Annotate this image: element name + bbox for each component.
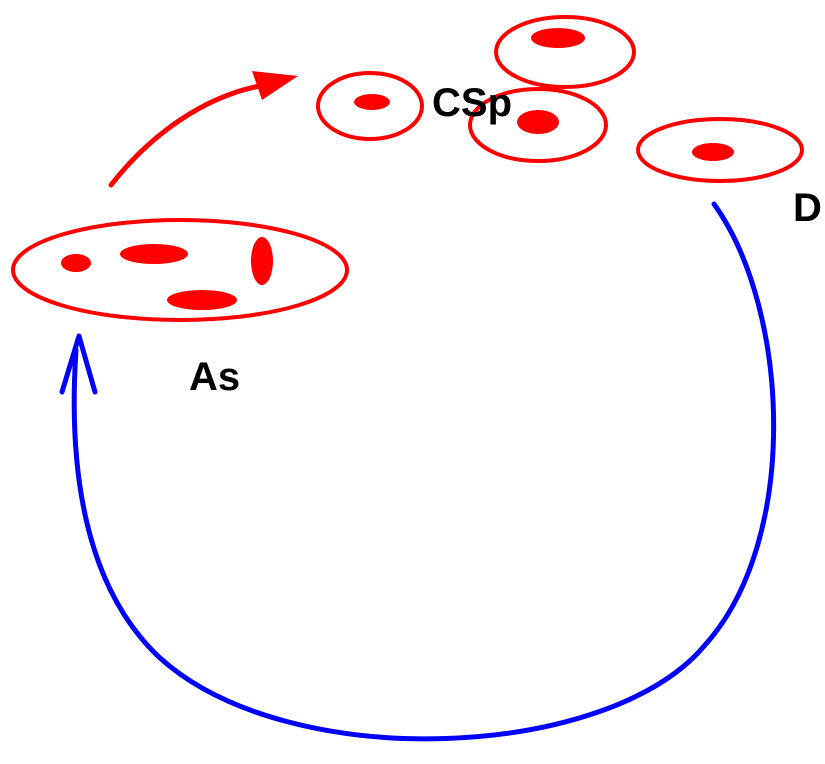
d-nucleus [692,143,734,161]
csp-nucleus [531,28,585,48]
as-cell [11,218,349,322]
csp-cell [316,71,424,141]
d-cell [636,117,804,183]
as-nucleus [120,244,188,264]
as-cell-outline [11,218,349,322]
label-d: D [793,186,822,230]
as-nucleus [167,290,237,310]
csp-cell [494,15,636,89]
csp-nucleus [517,110,559,134]
as-nucleus [251,237,273,285]
csp-cell [468,87,608,163]
forward-arrow-head [252,71,298,100]
csp-cell-cluster [316,15,636,163]
label-csp: CSp [432,81,512,125]
csp-cell-outline [468,87,608,163]
return-arrow-arc [71,201,777,742]
csp-cell-outline [494,15,636,89]
forward-arrow-shaft [108,82,268,188]
label-as: As [189,355,240,399]
d-cell-outline [636,117,804,183]
as-nucleus [61,254,91,272]
csp-cell-outline [316,71,424,141]
csp-nucleus [354,94,390,110]
return-arrow-head [59,333,98,395]
forward-arrow [108,71,298,188]
return-arrow [59,201,777,742]
